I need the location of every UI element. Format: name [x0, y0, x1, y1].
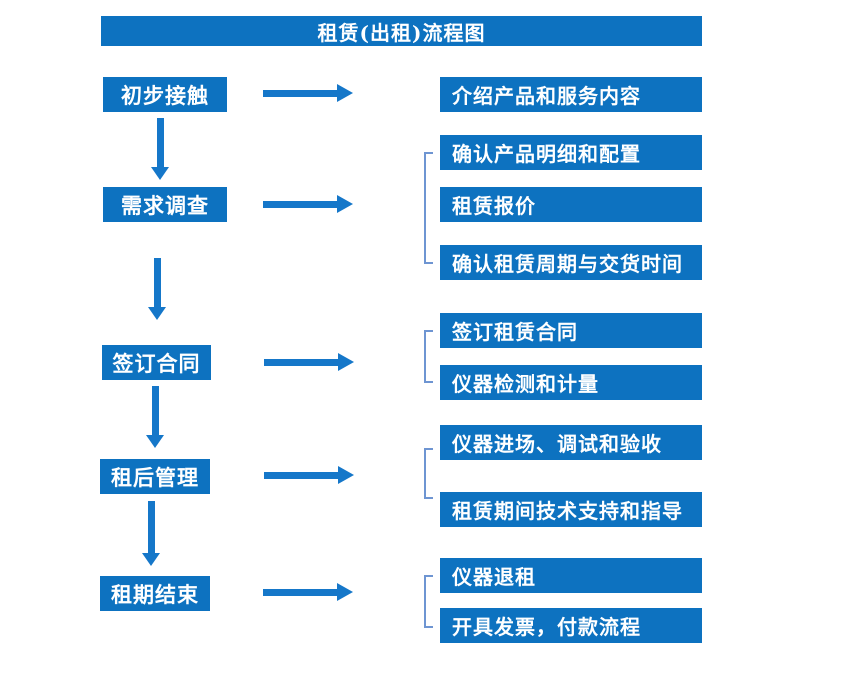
arrow-head — [142, 553, 160, 566]
stage-box-rental-end: 租期结束 — [100, 576, 210, 611]
stage-box-sign-contract: 签订合同 — [102, 345, 211, 380]
arrow-right-icon-3 — [264, 353, 354, 371]
detail-box-introduce-products: 介绍产品和服务内容 — [440, 77, 702, 112]
arrow-head — [148, 307, 166, 320]
arrow-right-icon-4 — [264, 466, 354, 484]
detail-box-confirm-period: 确认租赁周期与交货时间 — [440, 245, 702, 280]
arrow-down-icon-2 — [148, 258, 166, 320]
detail-box-sign-rental-contract: 签订租赁合同 — [440, 313, 702, 348]
group-bracket-rental-end — [424, 575, 433, 628]
stage-box-demand-survey: 需求调查 — [103, 187, 227, 222]
arrow-shaft — [151, 386, 159, 436]
arrow-down-icon-4 — [142, 501, 160, 566]
arrow-shaft — [263, 588, 338, 596]
detail-box-instrument-entry: 仪器进场、调试和验收 — [440, 425, 702, 460]
arrow-head — [146, 435, 164, 448]
arrow-shaft — [156, 118, 164, 168]
arrow-shaft — [264, 358, 339, 366]
detail-box-tech-support: 租赁期间技术支持和指导 — [440, 492, 702, 527]
arrow-down-icon-1 — [151, 118, 169, 180]
arrow-right-icon-1 — [263, 84, 353, 102]
arrow-shaft — [264, 471, 339, 479]
detail-box-rental-quote: 租赁报价 — [440, 187, 702, 222]
detail-box-invoice-payment: 开具发票，付款流程 — [440, 608, 702, 643]
arrow-shaft — [263, 89, 338, 97]
stage-box-initial-contact: 初步接触 — [103, 77, 227, 112]
arrow-head — [338, 353, 354, 371]
group-bracket-demand-survey — [424, 152, 433, 264]
detail-box-confirm-details: 确认产品明细和配置 — [440, 135, 702, 170]
group-bracket-post-rental — [424, 448, 433, 499]
arrow-shaft — [153, 258, 161, 308]
flowchart-title: 租赁(出租)流程图 — [101, 16, 702, 46]
group-bracket-sign-contract — [424, 330, 433, 383]
arrow-head — [151, 167, 169, 180]
detail-box-instrument-testing: 仪器检测和计量 — [440, 365, 702, 400]
stage-box-post-rental-management: 租后管理 — [100, 459, 210, 494]
arrow-down-icon-3 — [146, 386, 164, 448]
arrow-right-icon-5 — [263, 583, 353, 601]
arrow-head — [337, 84, 353, 102]
arrow-head — [337, 583, 353, 601]
arrow-right-icon-2 — [263, 195, 353, 213]
detail-box-instrument-return: 仪器退租 — [440, 558, 702, 593]
arrow-head — [338, 466, 354, 484]
arrow-shaft — [147, 501, 155, 554]
arrow-head — [337, 195, 353, 213]
arrow-shaft — [263, 200, 338, 208]
